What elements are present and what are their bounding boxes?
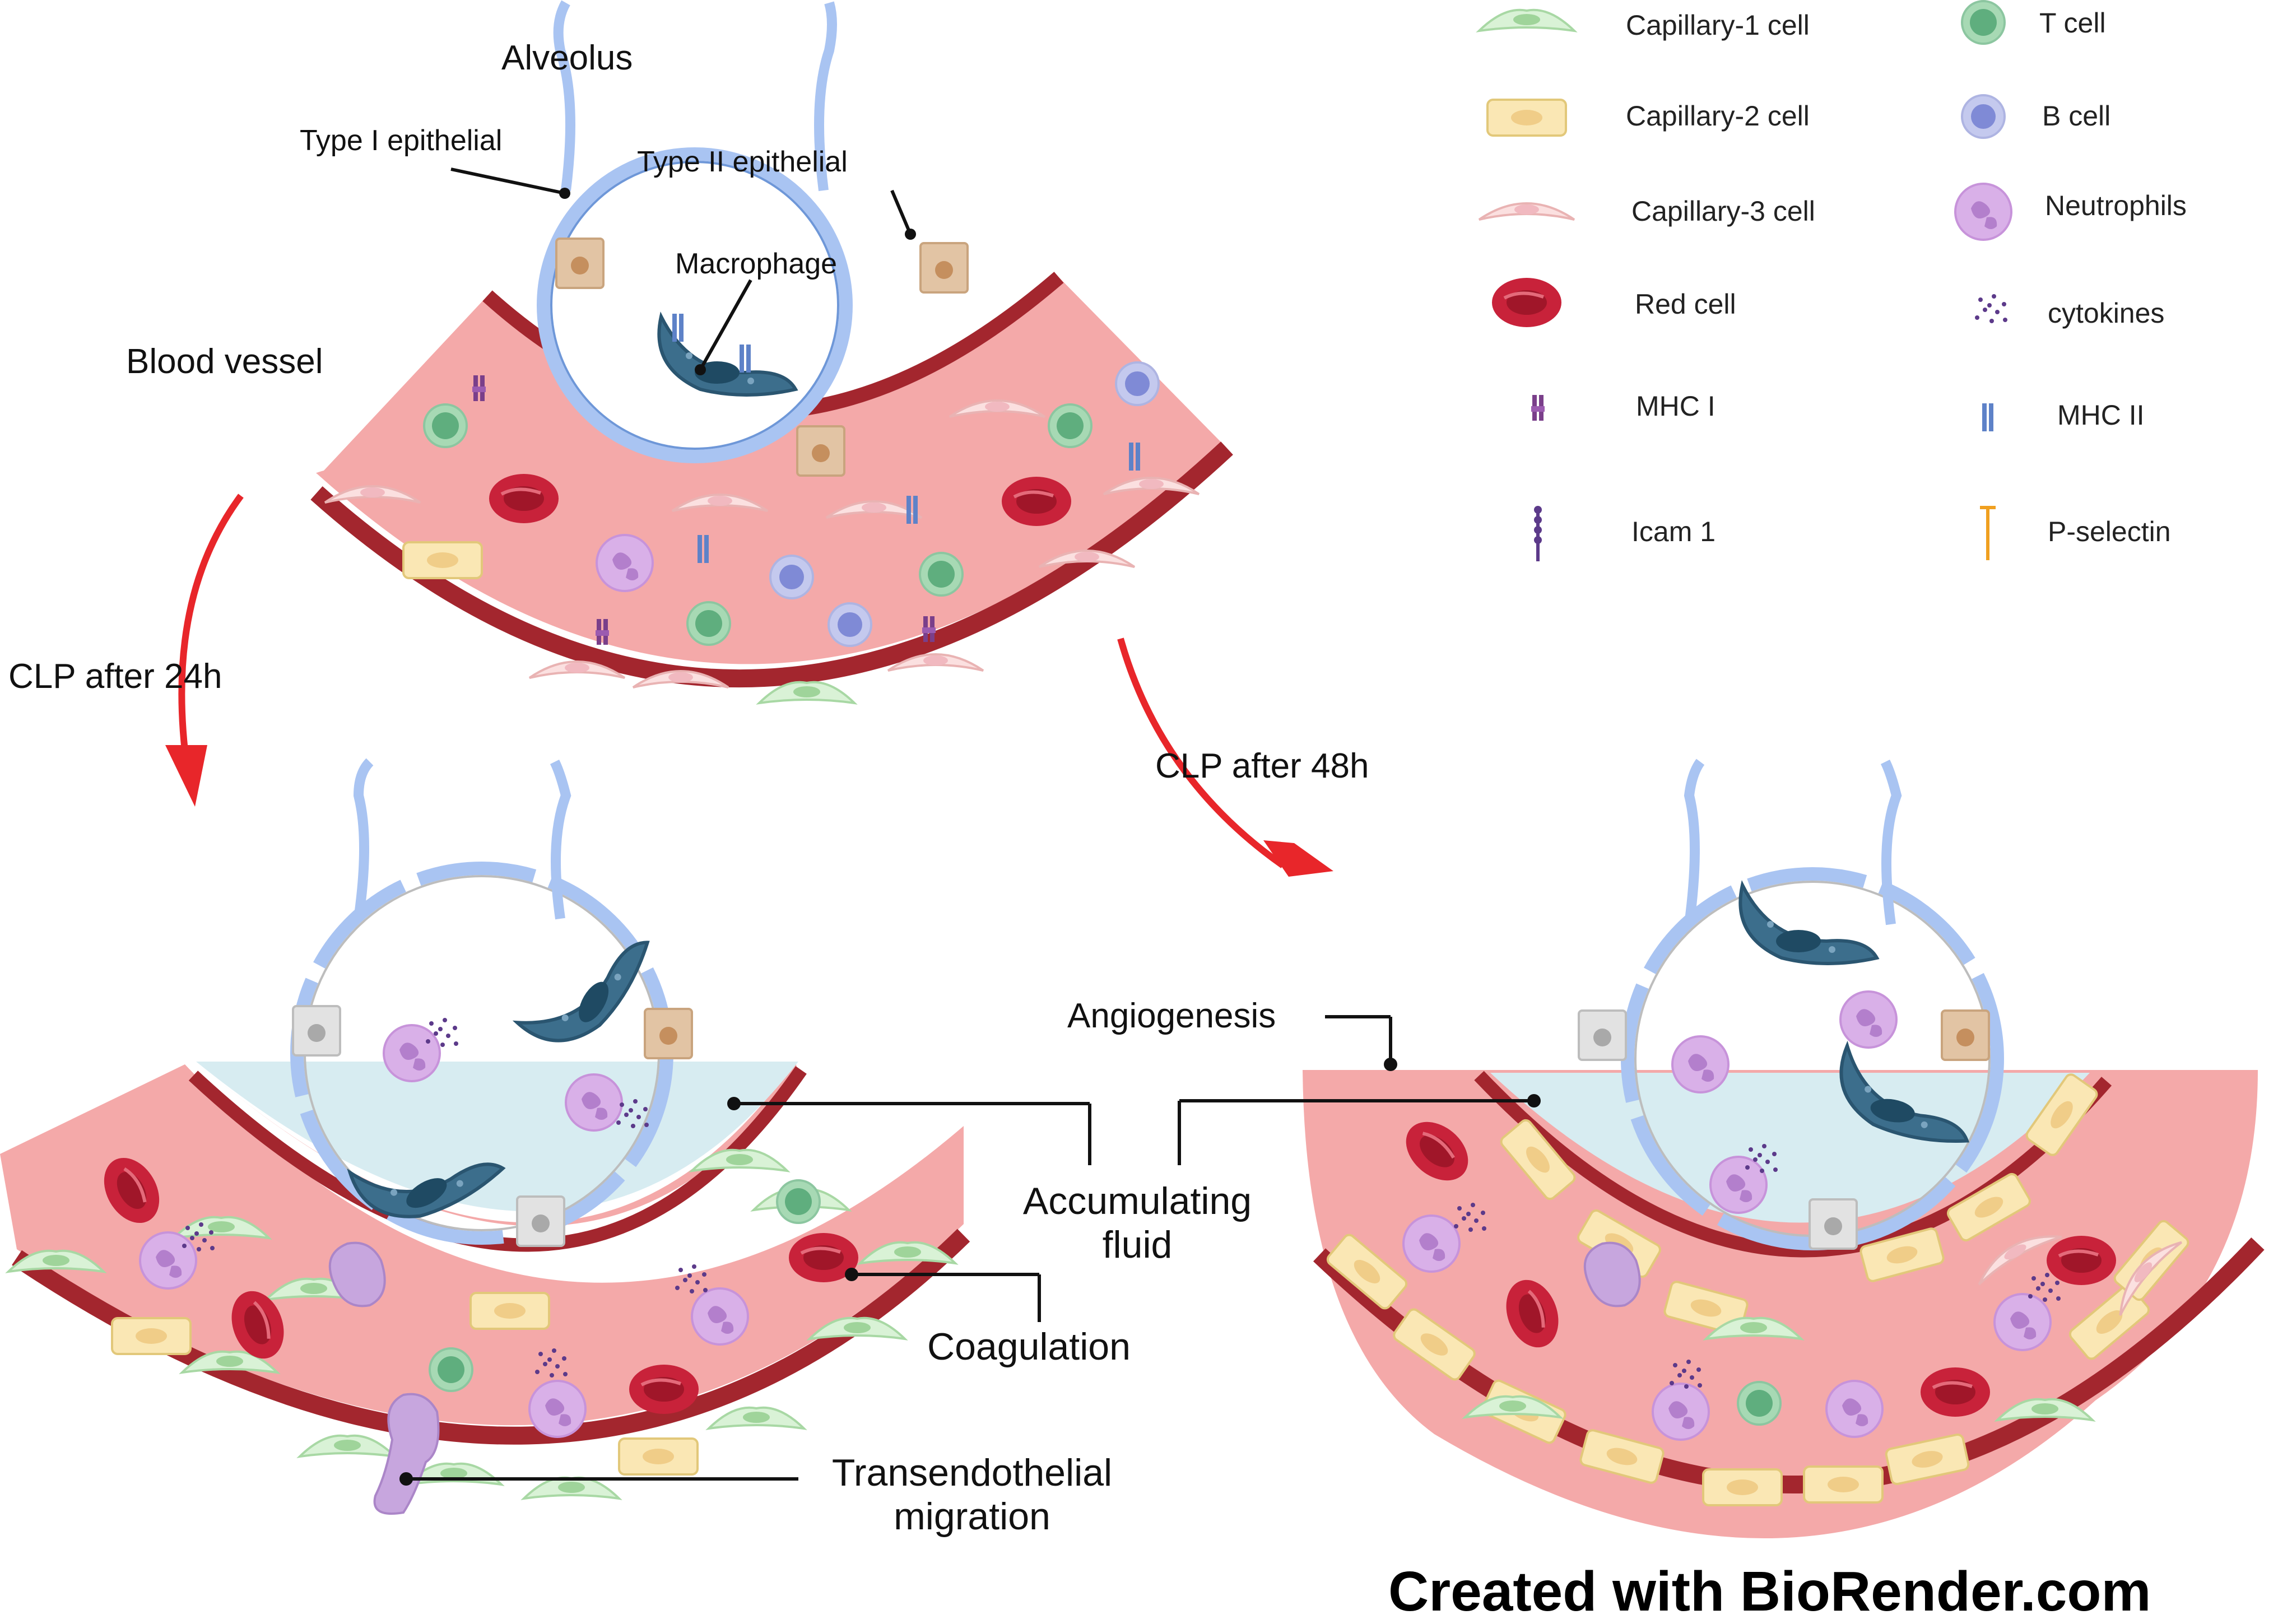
legend-mhc-ii-label: MHC II: [2057, 399, 2145, 431]
capillary-1-cell-icon: [1478, 8, 1575, 32]
legend-capillary-3-label: Capillary-3 cell: [1631, 196, 1815, 227]
legend-b-cell-label: B cell: [2042, 100, 2111, 132]
legend-icam-1-label: Icam 1: [1631, 516, 1716, 547]
neutrophil-icon: [1954, 183, 2012, 241]
legend-cytokines-label: cytokines: [2048, 297, 2165, 329]
accumulating-fluid-label: Accumulating fluid: [1022, 1180, 1252, 1267]
arrows: [165, 494, 1333, 877]
mhc-i-icon: [1531, 395, 1545, 421]
panel-48h: [1178, 759, 2265, 1539]
panel-24h: [0, 758, 1091, 1515]
icam-1-icon: [1534, 506, 1542, 561]
type2-epithelial-label: Type II epithelial: [637, 146, 848, 178]
legend-red-cell-label: Red cell: [1635, 288, 1736, 320]
capillary-3-cell-icon: [1478, 202, 1575, 221]
macrophage-label: Macrophage: [675, 248, 838, 280]
clp-48h-label: CLP after 48h: [1155, 747, 1369, 785]
cytokines-icon: [1975, 294, 2007, 323]
legend-capillary-1-label: Capillary-1 cell: [1626, 10, 1810, 41]
alveolus-wall: [537, 147, 853, 463]
legend-capillary-2-label: Capillary-2 cell: [1626, 100, 1810, 132]
coagulation-label: Coagulation: [927, 1325, 1131, 1368]
transendothelial-migration-label: Transendothelial migration: [831, 1451, 1113, 1538]
blood-vessel-label: Blood vessel: [126, 342, 323, 381]
arrow-head-24h: [165, 745, 207, 807]
mhc-ii-icon: [1982, 403, 1993, 431]
legend-icons: [1478, 0, 2012, 561]
capillary-2-cell-icon: [1486, 99, 1567, 137]
vessel-lumen: [315, 277, 1224, 664]
b-cell-icon: [1961, 94, 2006, 139]
legend-t-cell-label: T cell: [2039, 7, 2106, 39]
t-cell-icon: [1961, 0, 2006, 45]
alveolus-label: Alveolus: [501, 39, 633, 77]
p-selectin-icon: [1980, 506, 1996, 560]
angiogenesis-label: Angiogenesis: [1067, 997, 1276, 1035]
legend-p-selectin-label: P-selectin: [2048, 516, 2171, 547]
clp-24h-label: CLP after 24h: [8, 657, 222, 696]
legend-neutrophils-label: Neutrophils: [2045, 190, 2187, 221]
red-cell-icon: [1492, 278, 1561, 327]
top-panel: [310, 0, 1233, 704]
arrow-head-48h: [1263, 840, 1333, 877]
legend-mhc-i-label: MHC I: [1636, 390, 1716, 422]
biorender-credit: Created with BioRender.com: [1388, 1560, 2151, 1623]
type1-epithelial-label: Type I epithelial: [300, 124, 503, 157]
